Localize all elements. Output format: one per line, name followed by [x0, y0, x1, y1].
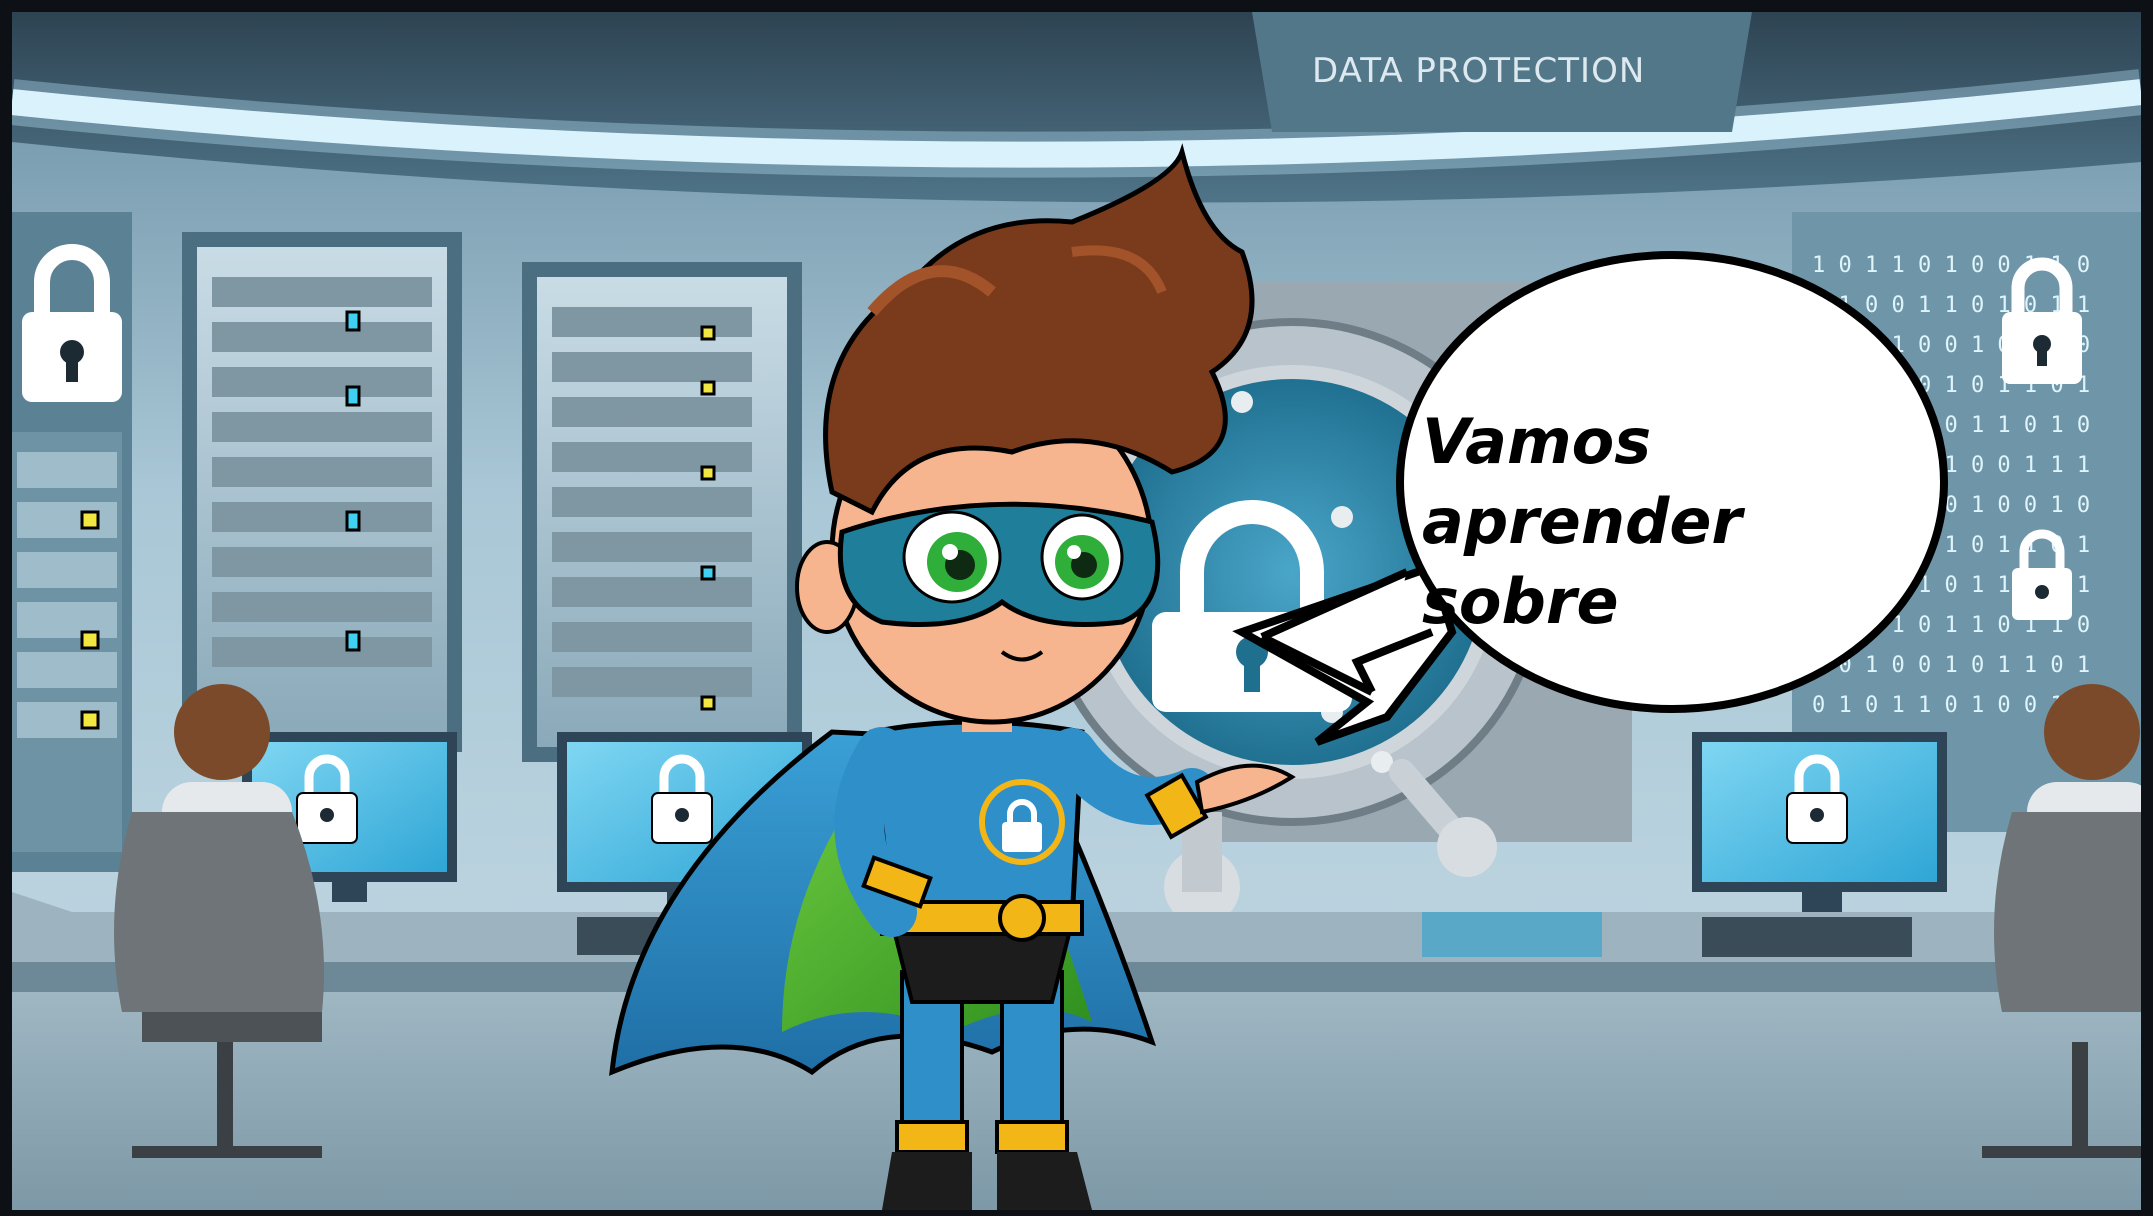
keyboard	[1422, 912, 1602, 957]
ceiling-light-strip	[12, 79, 2141, 168]
padlock-icon	[296, 754, 358, 844]
sign-text: DATA PROTECTION	[1312, 51, 1645, 91]
padlock-icon	[2002, 257, 2082, 384]
padlock-icon	[22, 244, 122, 402]
padlock-icon	[2012, 529, 2072, 620]
illustration-scene: DATA PROTECTION	[12, 12, 2141, 1210]
server-rack-icon	[12, 432, 122, 852]
speech-line-2: sobre	[1422, 565, 1619, 638]
speech-line-1: Vamos aprender	[1422, 405, 1742, 558]
operator-right	[1982, 684, 2141, 1158]
operator-left	[114, 684, 324, 1158]
padlock-icon	[1786, 754, 1848, 844]
padlock-icon	[651, 754, 713, 844]
server-rack-icon	[522, 262, 802, 762]
server-rack-icon	[182, 232, 462, 752]
sign-panel	[1252, 12, 1752, 132]
keyboard	[1702, 917, 1912, 957]
svg-text:1 0 1 0 0 1 0 1 1 0 1: 1 0 1 0 0 1 0 1 1 0 1	[1812, 653, 2090, 678]
speech-bubble-text: Vamos aprender sobre	[1422, 402, 1942, 642]
svg-text:0 1 0 1 1 0 1 0 0 1 1: 0 1 0 1 1 0 1 0 0 1 1	[1812, 693, 2090, 718]
speech-bubble	[1232, 251, 1948, 746]
superhero-character	[609, 143, 1296, 1210]
